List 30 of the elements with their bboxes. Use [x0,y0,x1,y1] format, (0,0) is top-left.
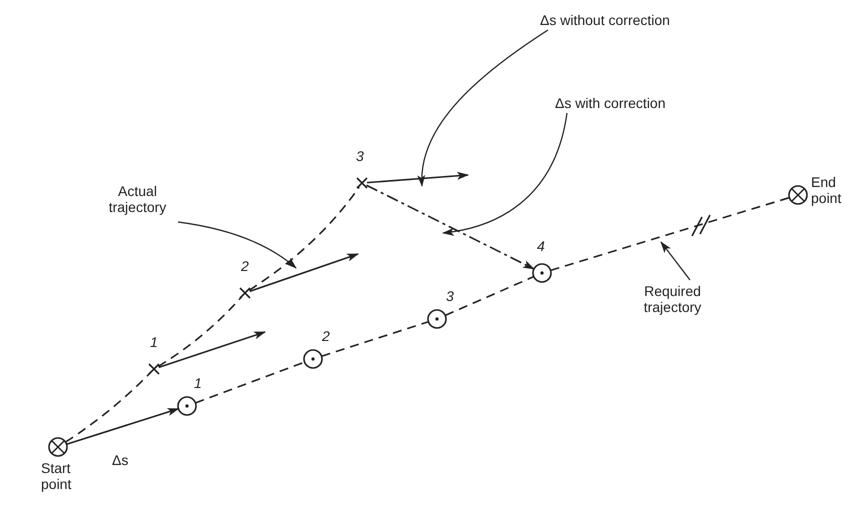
arrow [158,331,266,368]
arrow [366,184,535,270]
callout-text: Δs with correction [555,95,666,111]
trajectory-line [195,361,305,404]
point-number: 1 [194,375,202,391]
callout-text: Δs without correction [540,12,670,28]
arrow [249,253,359,292]
callout-text: Required trajectory [630,283,715,315]
callout-text: Actual trajectory [95,183,180,215]
trajectory-line [248,186,360,291]
trajectory-line [321,321,429,357]
leader-line [660,241,690,280]
point-number: 3 [446,288,454,304]
leader-line [442,112,568,236]
edge-label: Δs [112,452,128,468]
point-number: 4 [537,238,545,254]
trajectory-line [158,296,242,368]
point-label: Start point [41,460,72,492]
arrow [366,172,469,184]
trajectory-line [550,196,790,272]
point-number: 2 [241,258,249,274]
trajectory-line [444,276,534,316]
leader-line [418,30,548,187]
trajectory-line [65,372,152,443]
leader-line [178,221,297,269]
point-number: 1 [150,334,158,350]
point-number: 3 [356,148,364,164]
arrow [66,408,180,446]
point-number: 2 [322,328,330,344]
point-label: End point [811,174,842,206]
